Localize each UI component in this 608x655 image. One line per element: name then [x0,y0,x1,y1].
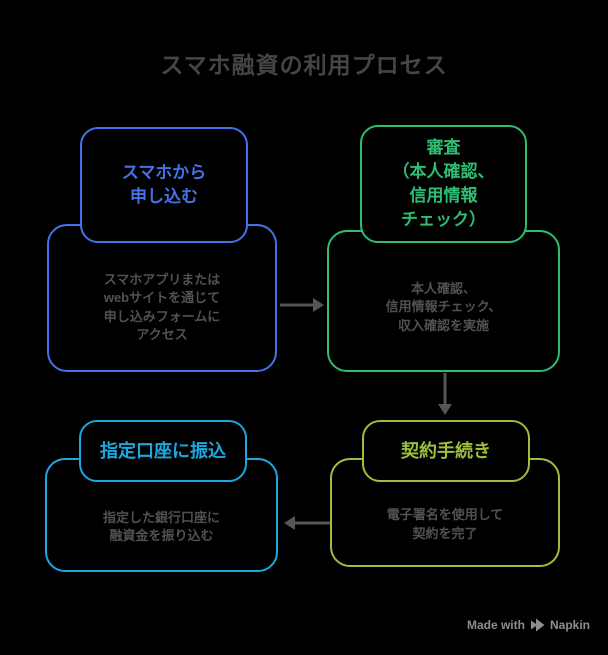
node-screening-body: 本人確認、 信用情報チェック、 収入確認を実施 [327,230,560,372]
arrow-apply-to-screening [280,298,324,312]
napkin-watermark: Made with Napkin [467,618,590,632]
diagram-title: スマホ融資の利用プロセス [160,52,448,78]
node-apply-description: スマホアプリまたは webサイトを通じて 申し込みフォームに アクセス [103,271,221,343]
watermark-text: Made with [466,618,525,632]
arrow-contract-to-transfer [284,516,330,530]
node-screening-header: 審査 （本人確認、 信用情報 チェック） [360,125,527,243]
node-apply-body: スマホアプリまたは webサイトを通じて 申し込みフォームに アクセス [47,224,277,372]
arrow-screening-to-contract [438,373,452,415]
watermark-brand: Napkin [549,618,590,632]
node-screening-description: 本人確認、 信用情報チェック、 収入確認を実施 [385,280,502,333]
node-transfer-header: 指定口座に振込 [79,420,247,482]
node-transfer-description: 指定した銀行口座に 融資金を振り込む [102,509,220,544]
node-contract-header: 契約手続き [362,420,530,482]
napkin-logo-icon [530,618,545,632]
node-apply-header: スマホから 申し込む [80,127,248,243]
node-contract-description: 電子署名を使用して 契約を完了 [386,507,504,541]
